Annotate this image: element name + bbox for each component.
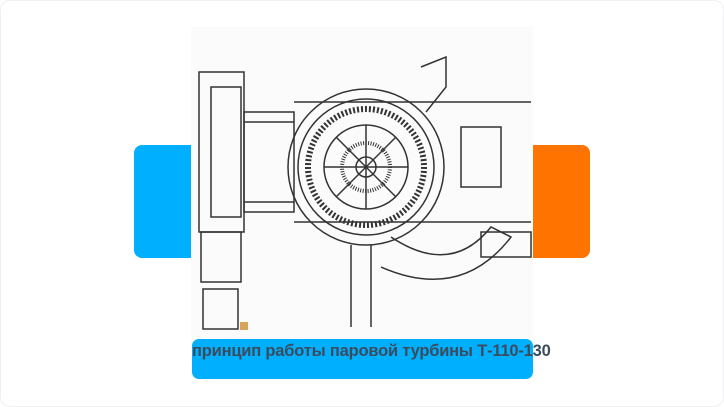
caption-title: принцип работы паровой турбины Т-110-130 — [192, 342, 551, 360]
caption-bar[interactable]: принцип работы паровой турбины Т-110-130 — [192, 339, 551, 379]
turbine-drawing-icon — [198, 55, 532, 330]
turbine-drawing-image[interactable] — [191, 27, 533, 338]
